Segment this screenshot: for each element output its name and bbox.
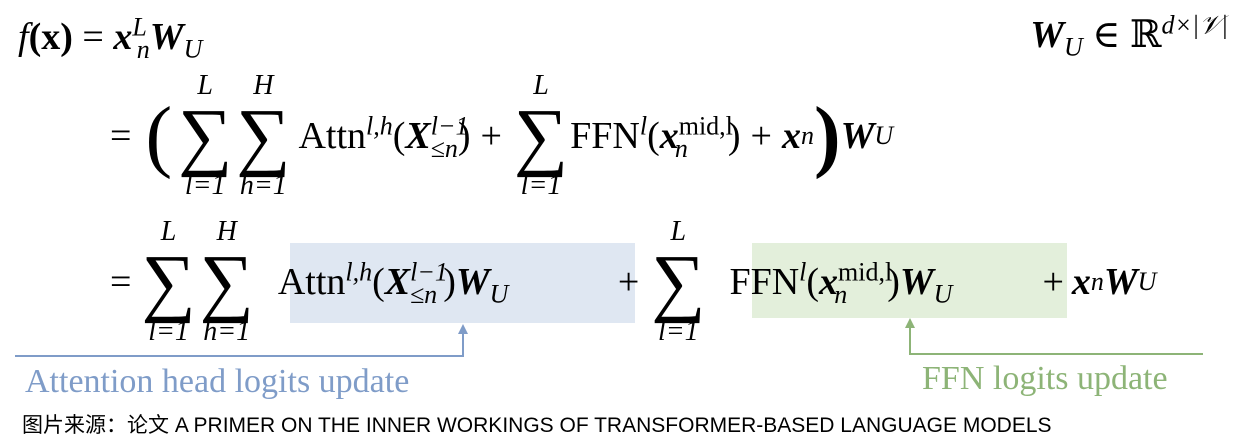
ffn: FFN xyxy=(570,115,640,158)
attention-arrow xyxy=(15,324,468,357)
sup: mid,l xyxy=(838,257,893,287)
sup: mid,l xyxy=(678,111,733,141)
sup: L xyxy=(132,12,147,42)
sigma: ∑ xyxy=(199,240,254,324)
W-symbol: W xyxy=(899,261,934,304)
W-symbol: W xyxy=(1103,261,1138,304)
x-symbol: x xyxy=(113,16,133,58)
W-symbol: W xyxy=(455,261,490,304)
sup: l,h xyxy=(345,257,373,287)
lower-limit: h=1 xyxy=(203,316,251,348)
sum-l2: L∑l=1 xyxy=(514,72,568,200)
sum-l: L∑l=1 xyxy=(178,72,232,200)
attn: Attn xyxy=(298,115,367,158)
sigma: ∑ xyxy=(141,240,196,324)
ffn-label: FFN logits update xyxy=(922,360,1168,397)
equation-line-2: = ( L∑l=1 H∑h=1 Attnl,h(Xl−1≤n) + L∑l=1 … xyxy=(110,70,894,202)
upper-limit: H xyxy=(216,216,237,247)
sum-l: L∑l=1 xyxy=(141,218,195,346)
plus: + xyxy=(750,115,772,158)
lower-limit: l=1 xyxy=(148,316,189,348)
sub: U xyxy=(933,279,953,309)
sub: n xyxy=(136,34,150,64)
sum-h: H∑h=1 xyxy=(236,72,290,200)
upper-limit: H xyxy=(253,70,274,101)
sub: n xyxy=(834,279,848,309)
f-arg: (x) xyxy=(28,16,73,58)
sup: l−1 xyxy=(430,111,469,141)
ffn: FFN xyxy=(729,261,800,304)
W-symbol: W xyxy=(1030,14,1064,56)
sub: n xyxy=(674,133,688,163)
sub: ≤n xyxy=(409,279,438,309)
W-symbol: W xyxy=(149,16,184,58)
equals: = xyxy=(82,16,104,58)
source-caption: 图片来源：论文 A PRIMER ON THE INNER WORKINGS O… xyxy=(22,414,1052,437)
sup: d×|𝒱| xyxy=(1161,10,1229,40)
x-symbol: x xyxy=(1071,261,1091,304)
sub: U xyxy=(1063,32,1083,62)
sigma: ∑ xyxy=(178,94,233,178)
attention-label: Attention head logits update xyxy=(25,363,410,400)
sub: U xyxy=(183,34,203,64)
plus: + xyxy=(617,261,640,304)
sub: ≤n xyxy=(430,133,458,163)
sigma: ∑ xyxy=(236,94,291,178)
equals: = xyxy=(110,261,132,304)
lower-limit: h=1 xyxy=(239,170,287,202)
dimension-note: WU ∈ ℝd×|𝒱| xyxy=(1030,12,1228,60)
lower-limit: l=1 xyxy=(184,170,226,202)
upper-limit: L xyxy=(670,216,687,247)
lower-limit: l=1 xyxy=(658,316,699,348)
x-symbol: x xyxy=(781,115,801,158)
sup: l,h xyxy=(366,111,393,141)
sum-l2: L∑l=1 xyxy=(651,218,705,346)
f-symbol: f xyxy=(18,16,29,58)
X-symbol: X xyxy=(384,261,411,304)
in-symbol: ∈ xyxy=(1092,14,1121,56)
W-symbol: W xyxy=(840,115,875,158)
sup: l−1 xyxy=(410,257,448,287)
ffn-highlight-box xyxy=(752,243,1067,318)
upper-limit: L xyxy=(533,70,549,101)
lower-limit: l=1 xyxy=(520,170,562,202)
sigma: ∑ xyxy=(651,240,706,324)
paren: ( xyxy=(145,92,173,181)
ffn-arrow xyxy=(905,318,1203,355)
x-symbol: x xyxy=(659,115,679,158)
X-symbol: X xyxy=(405,115,431,158)
attn: Attn xyxy=(277,261,346,304)
sup: l xyxy=(639,111,648,141)
plus: + xyxy=(1042,261,1064,304)
equals: = xyxy=(110,115,132,158)
plus: + xyxy=(480,115,502,158)
paren: ) xyxy=(813,92,841,181)
equation-line-3: = L∑l=1 H∑h=1 Attnl,h(Xl−1≤n)WU + L∑l=1 … xyxy=(110,216,1157,348)
sum-h: H∑h=1 xyxy=(200,218,254,346)
attention-highlight-box xyxy=(290,243,635,323)
x-symbol: x xyxy=(819,261,839,304)
sigma: ∑ xyxy=(513,94,569,178)
reals-symbol: ℝ xyxy=(1129,14,1162,56)
ffn-term: FFNl(xmid,ln)WU xyxy=(729,257,953,309)
upper-limit: L xyxy=(160,216,177,247)
sub: U xyxy=(489,279,509,309)
sup: l xyxy=(799,257,807,287)
attention-term: Attnl,h(Xl−1≤n)WU xyxy=(277,257,509,309)
equation-line-1: f(x) = xLnWU xyxy=(18,14,202,62)
upper-limit: L xyxy=(197,70,213,101)
